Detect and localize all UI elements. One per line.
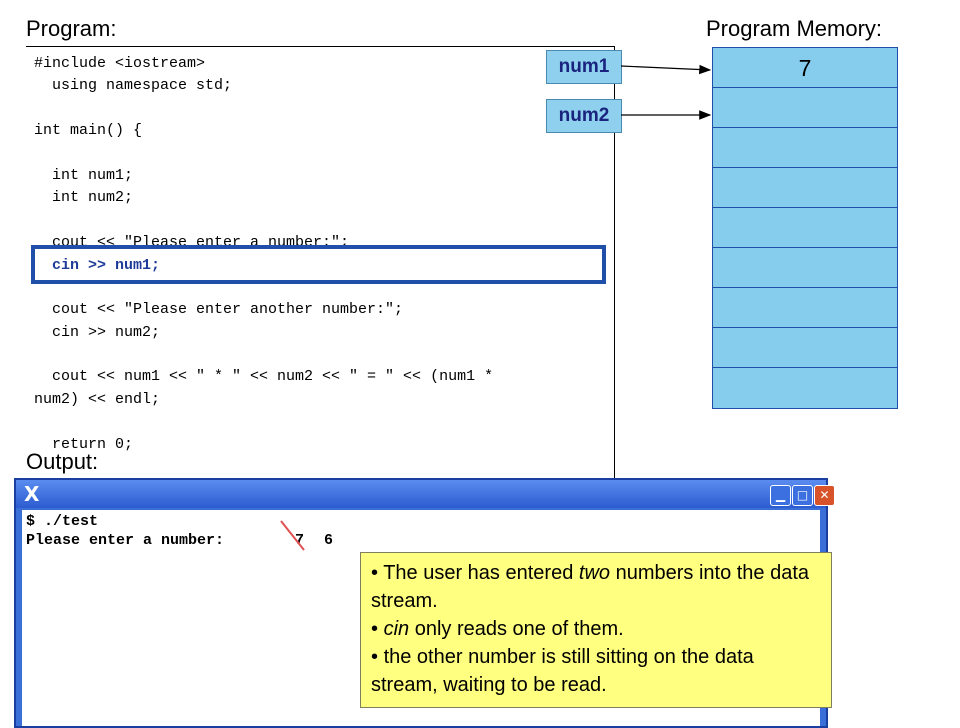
code-line: int num2; (34, 189, 134, 207)
memory-cell (713, 208, 897, 248)
close-button[interactable]: ✕ (814, 485, 835, 506)
memory-cell (713, 248, 897, 288)
memory-cell (713, 288, 897, 328)
maximize-icon: □ (796, 488, 809, 502)
note-bullet-2: • cin only reads one of them. (371, 618, 624, 640)
program-memory: 7 (712, 47, 898, 409)
code-panel: #include <iostream> using namespace std;… (26, 46, 615, 453)
code-line: cin >> num1; (34, 256, 161, 274)
program-memory-heading: Program Memory: (706, 16, 883, 41)
code-line: int main() { (34, 122, 143, 140)
memory-cell (713, 168, 897, 208)
maximize-button[interactable]: □ (792, 485, 813, 506)
terminal-prompt-line: $ ./test (26, 513, 99, 530)
code-line: cout << num1 << " * " << num2 << " = " <… (34, 368, 494, 386)
code-line: cout << "Please enter another number:"; (34, 301, 404, 319)
code-line: using namespace std; (34, 77, 233, 95)
user-entry-1: 7 (295, 532, 305, 549)
terminal-titlebar[interactable]: X ▁ □ ✕ (16, 480, 835, 508)
memory-cell: 7 (713, 48, 897, 88)
code-line: int num1; (34, 166, 134, 184)
current-line-highlight (31, 245, 606, 284)
program-heading: Program: (26, 16, 117, 41)
code-panel-border (614, 440, 615, 480)
variable-label-num2: num2 (546, 99, 622, 133)
x-window-icon: X (24, 482, 40, 506)
memory-cell (713, 88, 897, 128)
minimize-icon: ▁ (775, 488, 786, 502)
user-entry-2: 6 (324, 532, 334, 549)
memory-cell (713, 328, 897, 368)
code-line: #include <iostream> (34, 55, 206, 72)
consumed-entry-strike (280, 520, 305, 551)
minimize-button[interactable]: ▁ (770, 485, 791, 506)
code-line: num2) << endl; (34, 390, 161, 408)
explanation-note: • The user has entered two numbers into … (360, 552, 832, 708)
terminal-output-line: Please enter a number: (26, 532, 225, 549)
close-icon: ✕ (819, 488, 830, 502)
variable-label-num1: num1 (546, 50, 622, 84)
note-bullet-1: • The user has entered two numbers into … (371, 562, 810, 612)
num1-pointer-arrow (620, 64, 712, 75)
code-line: return 0; (34, 435, 134, 453)
note-bullet-3: • the other number is still sitting on t… (371, 646, 754, 696)
code-line: cin >> num2; (34, 323, 161, 341)
output-heading: Output: (26, 449, 99, 474)
memory-cell (713, 128, 897, 168)
